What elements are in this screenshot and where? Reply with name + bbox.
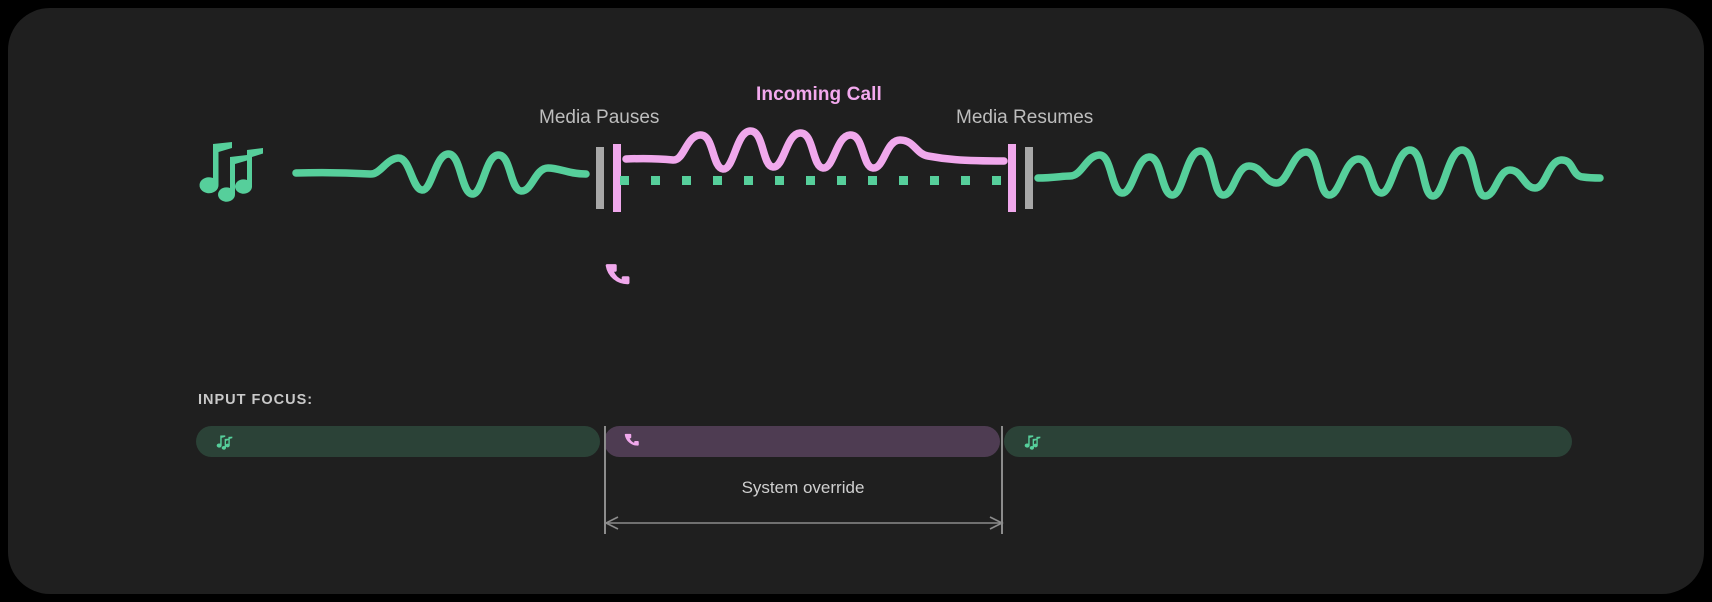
focus-bar-call[interactable]: [604, 426, 1000, 457]
label-media-resumes: Media Resumes: [956, 107, 1094, 128]
label-media-pauses: Media Pauses: [539, 107, 660, 128]
system-override-label: System override: [741, 478, 865, 497]
waveform-media-before: [292, 150, 590, 198]
label-incoming-call: Incoming Call: [756, 84, 882, 105]
waveform-media-after: [1034, 146, 1604, 200]
music-notes-icon: [199, 142, 263, 202]
phone-icon: [605, 264, 630, 285]
input-focus-heading: INPUT FOCUS:: [198, 392, 314, 408]
diagram-card: Incoming Call Media Pauses Media Resumes: [8, 8, 1704, 594]
pause-marker-pink: [613, 144, 621, 212]
override-guide-right: [1001, 426, 1003, 534]
override-guide-left: [604, 426, 606, 534]
paused-media-dotted-line: [620, 176, 1001, 185]
resume-marker-pink: [1008, 144, 1016, 212]
audio-timeline-waveform: [199, 127, 1604, 212]
focus-bar-media-after[interactable]: [1004, 426, 1572, 457]
double-headed-arrow-icon: [604, 516, 1004, 530]
pause-marker-gray: [596, 147, 604, 209]
music-notes-icon: [1024, 434, 1041, 450]
waveform-incoming-call: [622, 127, 1008, 173]
focus-bar-media-before[interactable]: [196, 426, 600, 457]
resume-marker-gray: [1025, 147, 1033, 209]
phone-icon: [624, 433, 639, 446]
music-notes-icon: [216, 434, 233, 450]
